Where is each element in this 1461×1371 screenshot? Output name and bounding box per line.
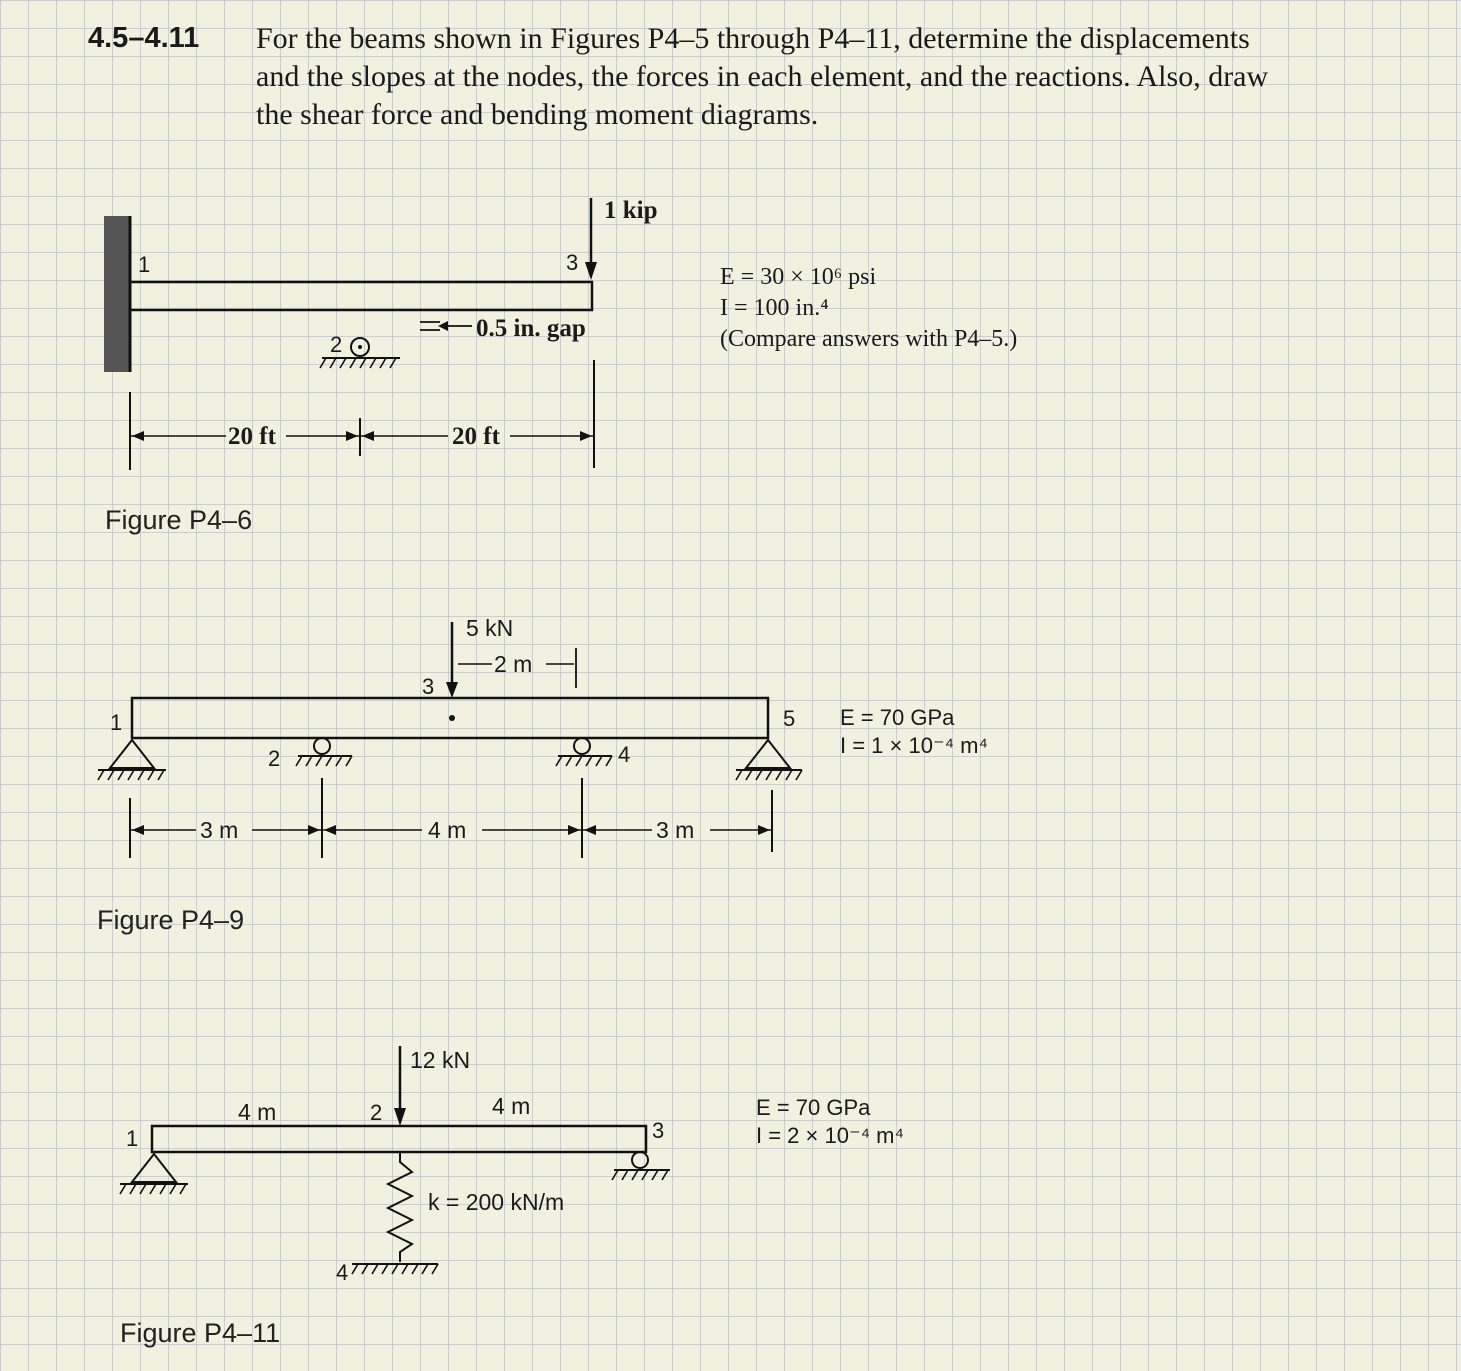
spring-stiffness-label: k = 200 kN/m bbox=[428, 1189, 564, 1215]
dimension-line-p4-6 bbox=[129, 360, 595, 470]
figure-p4-9-caption: Figure P4–9 bbox=[97, 905, 245, 935]
node-1: 1 bbox=[110, 710, 122, 735]
load-label: 12 kN bbox=[410, 1047, 470, 1073]
node-2: 2 bbox=[330, 332, 342, 357]
dimension-4m-right: 4 m bbox=[492, 1093, 530, 1119]
dimension-3m-left: 3 m bbox=[200, 817, 238, 843]
roller-support-2 bbox=[295, 737, 353, 767]
spring-supported-beam bbox=[150, 1124, 648, 1154]
problem-line-1: For the beams shown in Figures P4–5 thro… bbox=[256, 22, 1250, 55]
problem-statement: For the beams shown in Figures P4–5 thro… bbox=[256, 20, 1416, 134]
property-e: E = 30 × 10⁶ psi bbox=[720, 264, 877, 290]
figure-p4-6-properties: E = 30 × 10⁶ psi I = 100 in.⁴ (Compare a… bbox=[720, 262, 1017, 355]
pin-support-1 bbox=[119, 1152, 188, 1195]
gap-indicator bbox=[420, 321, 472, 331]
load-arrow-5kn bbox=[446, 622, 458, 698]
dimension-4m-left: 4 m bbox=[238, 1099, 276, 1125]
load-label: 5 kN bbox=[466, 615, 513, 641]
node-3: 3 bbox=[422, 674, 434, 699]
dimension-3m-right: 3 m bbox=[656, 817, 694, 843]
pin-support-5 bbox=[735, 738, 803, 781]
continuous-beam bbox=[130, 696, 770, 740]
roller-support-4 bbox=[555, 737, 613, 767]
node-3: 3 bbox=[652, 1118, 664, 1143]
roller-support-3 bbox=[611, 1151, 670, 1181]
dimension-20ft-left: 20 ft bbox=[228, 423, 277, 450]
load-label: 1 kip bbox=[604, 197, 658, 224]
problem-line-3: the shear force and bending moment diagr… bbox=[256, 98, 819, 131]
property-i: I = 100 in.⁴ bbox=[720, 295, 829, 321]
node-1: 1 bbox=[126, 1126, 138, 1151]
dimension-20ft-right: 20 ft bbox=[452, 423, 501, 450]
spring-element bbox=[351, 1152, 439, 1275]
property-e: E = 70 GPa bbox=[756, 1095, 871, 1120]
gap-label: 0.5 in. gap bbox=[476, 315, 586, 342]
figure-p4-11-properties: E = 70 GPa I = 2 × 10⁻⁴ m⁴ bbox=[756, 1094, 904, 1150]
property-i: I = 2 × 10⁻⁴ m⁴ bbox=[756, 1123, 904, 1148]
problem-line-2: and the slopes at the nodes, the forces … bbox=[256, 60, 1269, 93]
figure-p4-6-caption: Figure P4–6 bbox=[105, 505, 253, 535]
dimension-line-p4-9 bbox=[129, 778, 773, 858]
node-5: 5 bbox=[783, 706, 795, 731]
node-4: 4 bbox=[618, 742, 630, 767]
figure-p4-11-caption: Figure P4–11 bbox=[120, 1318, 281, 1348]
figure-p4-9-properties: E = 70 GPa I = 1 × 10⁻⁴ m⁴ bbox=[840, 704, 988, 760]
property-e: E = 70 GPa bbox=[840, 705, 955, 730]
node-2: 2 bbox=[370, 1100, 382, 1125]
load-offset-dimension bbox=[458, 648, 577, 688]
load-point-marker bbox=[449, 715, 455, 721]
pin-support-1 bbox=[97, 738, 166, 781]
load-offset-label: 2 m bbox=[494, 651, 532, 677]
load-arrow-1-kip bbox=[585, 198, 597, 280]
fixed-wall bbox=[104, 216, 132, 372]
node-1: 1 bbox=[138, 252, 150, 277]
node-3: 3 bbox=[566, 250, 578, 275]
property-i: I = 1 × 10⁻⁴ m⁴ bbox=[840, 733, 988, 758]
load-arrow-12kn bbox=[394, 1046, 406, 1126]
dimension-4m-center: 4 m bbox=[428, 817, 466, 843]
node-4: 4 bbox=[336, 1260, 348, 1285]
node-2: 2 bbox=[268, 746, 280, 771]
problem-number: 4.5–4.11 bbox=[88, 22, 200, 54]
property-note: (Compare answers with P4–5.) bbox=[720, 326, 1018, 352]
cantilever-beam bbox=[128, 280, 594, 312]
roller-support-2 bbox=[319, 337, 400, 369]
